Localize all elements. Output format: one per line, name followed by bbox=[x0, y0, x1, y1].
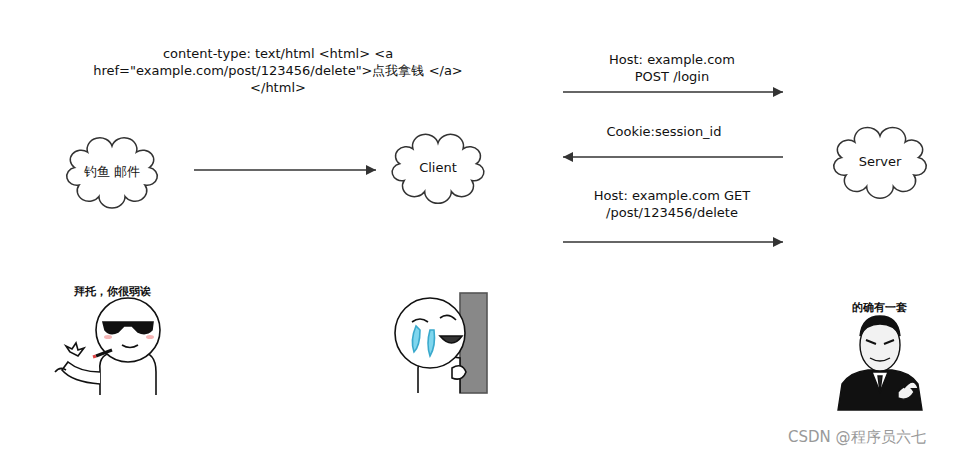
edge-label: Cookie:session_id bbox=[589, 124, 739, 141]
cloud-node: Client bbox=[393, 137, 483, 199]
node-label: Client bbox=[419, 159, 457, 177]
crying-guy-figure bbox=[395, 293, 487, 393]
edge-label: Host: example.com POST /login bbox=[605, 52, 740, 86]
watermark: CSDN @程序员六七 bbox=[788, 428, 926, 447]
edge-label: Host: example.com GET /post/123456/delet… bbox=[585, 188, 760, 222]
suit-man-figure bbox=[838, 316, 922, 410]
cloud-node: Server bbox=[835, 130, 925, 194]
caption-text: 拜托，你很弱诶 bbox=[74, 284, 151, 299]
cloud-node: 钓鱼 邮件 bbox=[68, 140, 156, 204]
request-arrow bbox=[563, 156, 783, 158]
node-label: Server bbox=[859, 153, 902, 171]
request-arrow bbox=[563, 91, 783, 93]
node-label: 钓鱼 邮件 bbox=[84, 163, 140, 181]
edge-label: content-type: text/html <html> <a href="… bbox=[93, 46, 463, 97]
request-arrow bbox=[563, 241, 783, 243]
caption-text: 的确有一套 bbox=[852, 300, 907, 315]
request-arrow bbox=[194, 169, 376, 171]
cool-guy-figure bbox=[55, 298, 160, 395]
